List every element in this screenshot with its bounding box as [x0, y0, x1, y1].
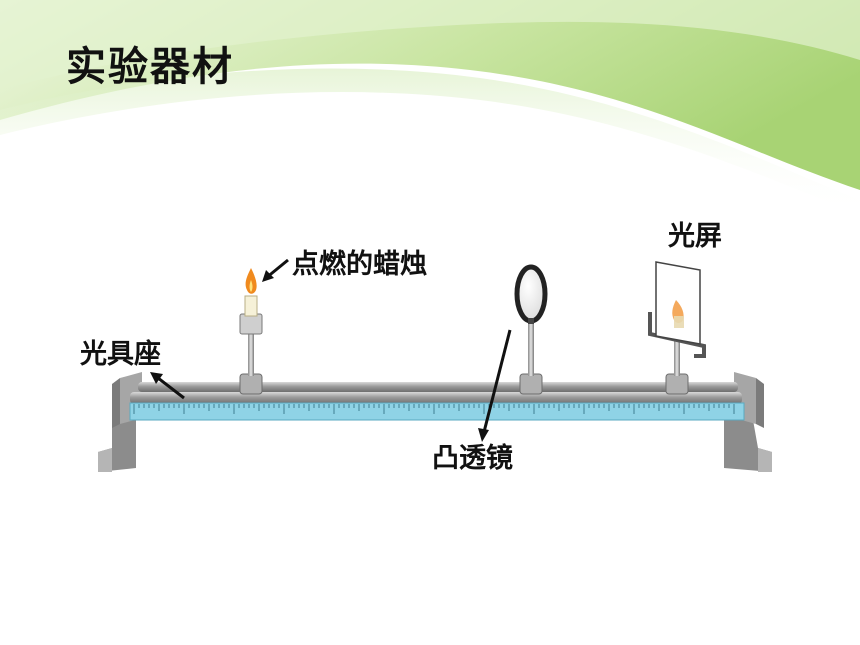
- lens-holder: [519, 322, 543, 395]
- slide-title: 实验器材: [66, 44, 234, 90]
- lens-label-arrow: [478, 329, 512, 442]
- label-light-screen: 光屏: [668, 221, 722, 252]
- label-convex-lens: 凸透镜: [432, 443, 513, 474]
- bench-scale: [129, 402, 745, 421]
- candle-label-arrow: [262, 258, 289, 282]
- screen-holder: [648, 312, 706, 395]
- bench-rail-bottom: [130, 392, 742, 404]
- label-optical-bench: 光具座: [80, 339, 161, 370]
- candle-icon: [244, 295, 258, 317]
- bench-label-arrow: [150, 372, 185, 400]
- bench-scale-ticks: [133, 404, 735, 414]
- convex-lens-icon: [514, 264, 548, 324]
- light-screen-icon: [655, 261, 701, 345]
- bench-rail-top: [138, 382, 738, 392]
- label-candle: 点燃的蜡烛: [292, 249, 427, 280]
- flame-icon: [245, 268, 257, 294]
- candle-holder: [239, 313, 263, 395]
